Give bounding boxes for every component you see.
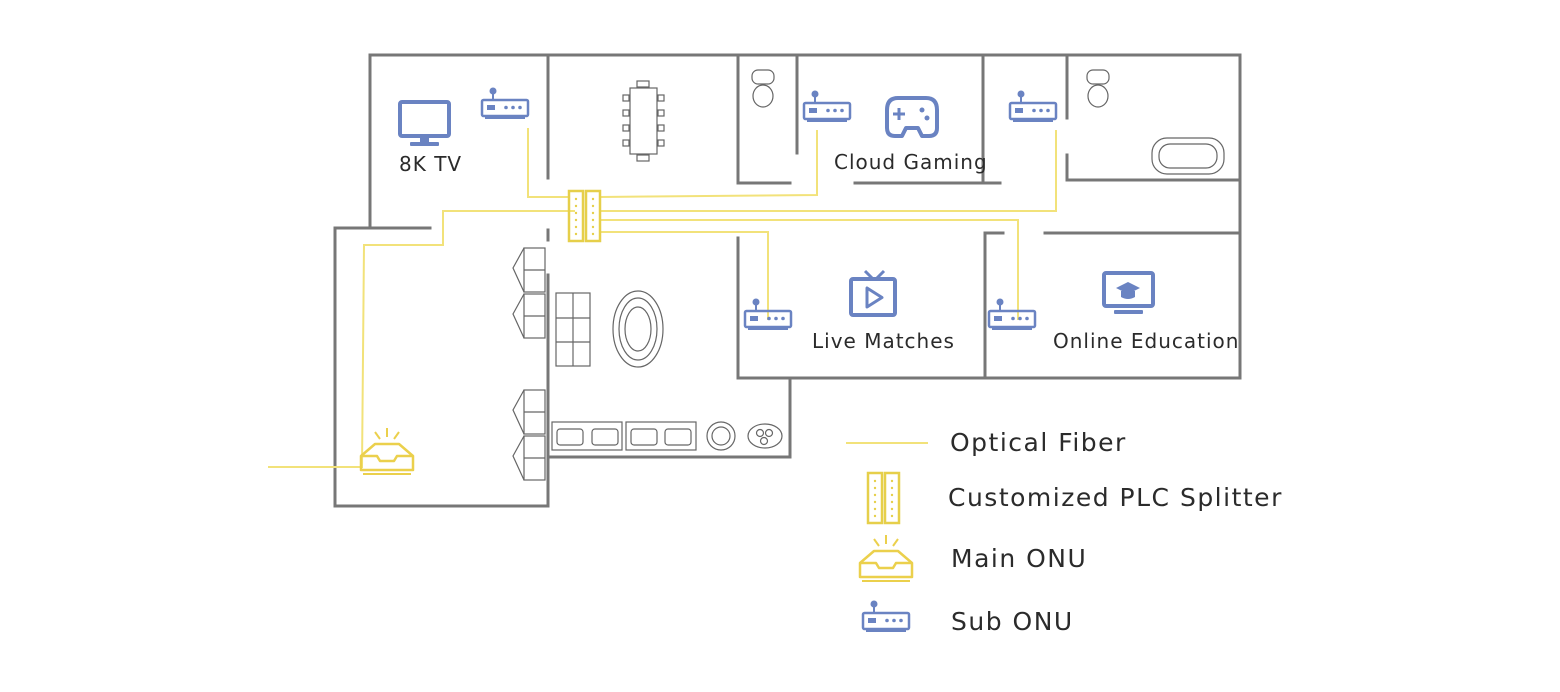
- kitchen-counter: [551, 421, 783, 451]
- legend-splitter-label: Customized PLC Splitter: [948, 483, 1283, 512]
- graduation-screen-icon: [1102, 271, 1155, 314]
- gamepad-icon: [885, 96, 939, 138]
- education-room-label: Online Education: [1053, 329, 1240, 353]
- sub-onu-icon: [802, 89, 852, 124]
- dining-table: [622, 80, 665, 162]
- main-onu-icon: [359, 426, 415, 476]
- main-onu-icon: [858, 533, 914, 583]
- gaming-room-label: Cloud Gaming: [834, 150, 988, 174]
- toilet-2: [1086, 69, 1110, 108]
- sofa: [555, 292, 591, 367]
- sub-onu-icon: [480, 86, 530, 121]
- sub-onu-icon: [861, 599, 911, 634]
- legend-sub-onu-label: Sub ONU: [951, 607, 1074, 636]
- plc-splitter-icon: [567, 189, 602, 243]
- oval-table: [612, 290, 664, 368]
- splitter-icon: [866, 471, 901, 525]
- furniture: [512, 69, 1225, 481]
- tv-play-icon: [849, 269, 897, 317]
- tv-room-label: 8K TV: [399, 152, 463, 176]
- chairs: [512, 247, 546, 481]
- fiber-routes: [268, 128, 1057, 468]
- sub-onu-icon: [1008, 89, 1058, 124]
- monitor-icon: [398, 100, 451, 146]
- bathtub: [1151, 137, 1225, 175]
- sub-onu-icon: [987, 297, 1037, 332]
- toilet-1: [751, 69, 775, 108]
- legend-fiber-label: Optical Fiber: [950, 428, 1127, 457]
- walls: [333, 53, 1242, 508]
- legend-main-onu-label: Main ONU: [951, 544, 1088, 573]
- live-room-label: Live Matches: [812, 329, 955, 353]
